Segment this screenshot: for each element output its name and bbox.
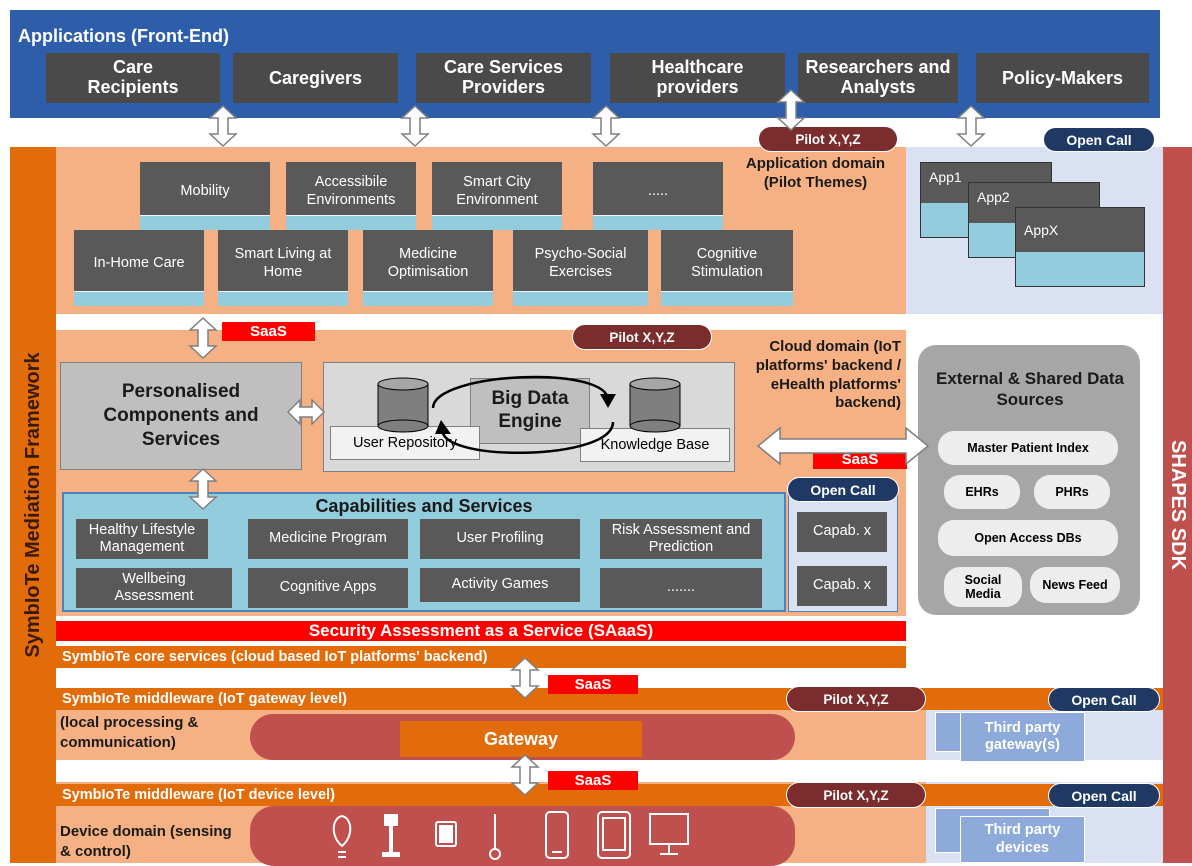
user-repository-box: User Repository — [330, 426, 480, 460]
news-feed: News Feed — [1030, 567, 1120, 603]
monitor-icon — [649, 813, 689, 855]
double-arrow-icon — [957, 105, 985, 147]
pilot-badge-app: Pilot X,Y,Z — [758, 126, 898, 152]
database-user-repository-icon — [377, 377, 429, 433]
big-data-diagram — [377, 375, 681, 454]
pilot-badge-device: Pilot X,Y,Z — [786, 782, 926, 808]
double-arrow-icon — [209, 105, 237, 147]
cap-cognitive-apps: Cognitive Apps — [248, 568, 408, 608]
app-researchers-analysts: Researchers and Analysts — [798, 53, 958, 103]
theme-accessible-environments: Accessibile Environments — [286, 162, 416, 230]
app-box-2-label: App2 — [977, 189, 1010, 205]
security-bar: Security Assessment as a Service (SAaaS) — [56, 621, 906, 641]
app-box-x-label: AppX — [1024, 222, 1059, 238]
double-arrow-icon — [511, 754, 539, 796]
big-data-engine: Big Data Engine — [470, 378, 590, 444]
app-box-x-bar — [1016, 252, 1144, 286]
gateway-box: Gateway — [400, 721, 642, 757]
double-arrow-icon — [511, 657, 539, 699]
double-arrow-icon — [189, 468, 217, 510]
cap-medicine-program: Medicine Program — [248, 519, 408, 559]
cap-activity-games: Activity Games — [420, 568, 580, 602]
app-healthcare-providers: Healthcare providers — [610, 53, 785, 103]
double-arrow-icon — [189, 317, 217, 359]
applications-title: Applications (Front-End) — [18, 26, 229, 46]
smartwatch-icon — [435, 821, 457, 847]
master-patient-index: Master Patient Index — [938, 431, 1118, 465]
pilot-badge-gateway: Pilot X,Y,Z — [786, 686, 926, 712]
open-call-badge-capab: Open Call — [787, 477, 899, 502]
app-box-x: AppX — [1015, 207, 1145, 287]
smartphone-icon — [545, 811, 569, 859]
third-party-devices: Third party devices — [960, 816, 1085, 863]
app-care-services-providers: Care Services Providers — [416, 53, 591, 103]
open-access-dbs: Open Access DBs — [938, 520, 1118, 556]
theme-mobility: Mobility — [140, 162, 270, 230]
cap-healthy-lifestyle: Healthy Lifestyle Management — [76, 519, 208, 559]
personalised-services-box: Personalised Components and Services — [60, 362, 302, 470]
cap-user-profiling: User Profiling — [420, 519, 580, 559]
right-sdk-bar — [1163, 147, 1192, 863]
pilot-badge-cloud: Pilot X,Y,Z — [572, 324, 712, 350]
capabilities-title: Capabilities and Services — [315, 496, 533, 516]
saas-label-cloud: SaaS — [222, 322, 315, 341]
external-data-title: External & Shared Data Sources — [935, 369, 1124, 410]
theme-more: ..... — [593, 162, 723, 230]
saas-label-device: SaaS — [548, 771, 638, 790]
double-arrow-icon — [777, 89, 805, 131]
app-care-recipients: Care Recipients — [46, 53, 220, 103]
app-box-1-label: App1 — [929, 169, 962, 185]
core-services-bar: SymbIoTe core services (cloud based IoT … — [56, 646, 906, 668]
cycle-arrows-icon — [431, 375, 615, 454]
cloud-domain-label: Cloud domain (IoT platforms' backend / e… — [755, 338, 901, 412]
open-call-badge-gateway: Open Call — [1048, 687, 1160, 712]
ehrs: EHRs — [944, 475, 1020, 509]
capab-x-2: Capab. x — [797, 566, 887, 606]
social-media: Social Media — [944, 567, 1022, 607]
application-domain-label: Application domain (Pilot Themes) — [745, 155, 886, 191]
open-call-badge-app: Open Call — [1043, 127, 1155, 152]
lamp-icon — [382, 814, 400, 857]
thermometer-icon — [489, 814, 501, 860]
phrs: PHRs — [1034, 475, 1110, 509]
device-icons — [332, 811, 689, 860]
cap-risk-assessment: Risk Assessment and Prediction — [600, 519, 762, 559]
capab-x-1: Capab. x — [797, 512, 887, 552]
theme-smart-living: Smart Living at Home — [218, 230, 348, 306]
left-framework-bar — [10, 147, 56, 863]
cap-more: ....... — [600, 568, 762, 608]
theme-smart-city: Smart City Environment — [432, 162, 562, 230]
theme-in-home-care: In-Home Care — [74, 230, 204, 306]
saas-label-external: SaaS — [813, 449, 907, 469]
double-arrow-horizontal-icon — [286, 398, 326, 426]
light-bulb-icon — [332, 814, 352, 858]
cap-wellbeing-assessment: Wellbeing Assessment — [76, 568, 232, 608]
double-arrow-external-icon — [756, 426, 930, 466]
device-domain-label: Device domain (sensing & control) — [60, 823, 232, 860]
theme-psycho-social: Psycho-Social Exercises — [513, 230, 648, 306]
app-policy-makers: Policy-Makers — [976, 53, 1149, 103]
theme-medicine-optimisation: Medicine Optimisation — [363, 230, 493, 306]
open-call-badge-device: Open Call — [1048, 783, 1160, 808]
double-arrow-icon — [401, 105, 429, 147]
third-party-gateway: Third party gateway(s) — [960, 712, 1085, 762]
database-knowledge-base-icon — [629, 377, 681, 433]
app-caregivers: Caregivers — [233, 53, 398, 103]
gateway-local-label: (local processing & communication) — [60, 714, 199, 751]
theme-cognitive-stimulation: Cognitive Stimulation — [661, 230, 793, 306]
knowledge-base-box: Knowledge Base — [580, 428, 730, 462]
double-arrow-icon — [592, 105, 620, 147]
tablet-icon — [597, 811, 631, 859]
saas-label-gateway: SaaS — [548, 675, 638, 694]
